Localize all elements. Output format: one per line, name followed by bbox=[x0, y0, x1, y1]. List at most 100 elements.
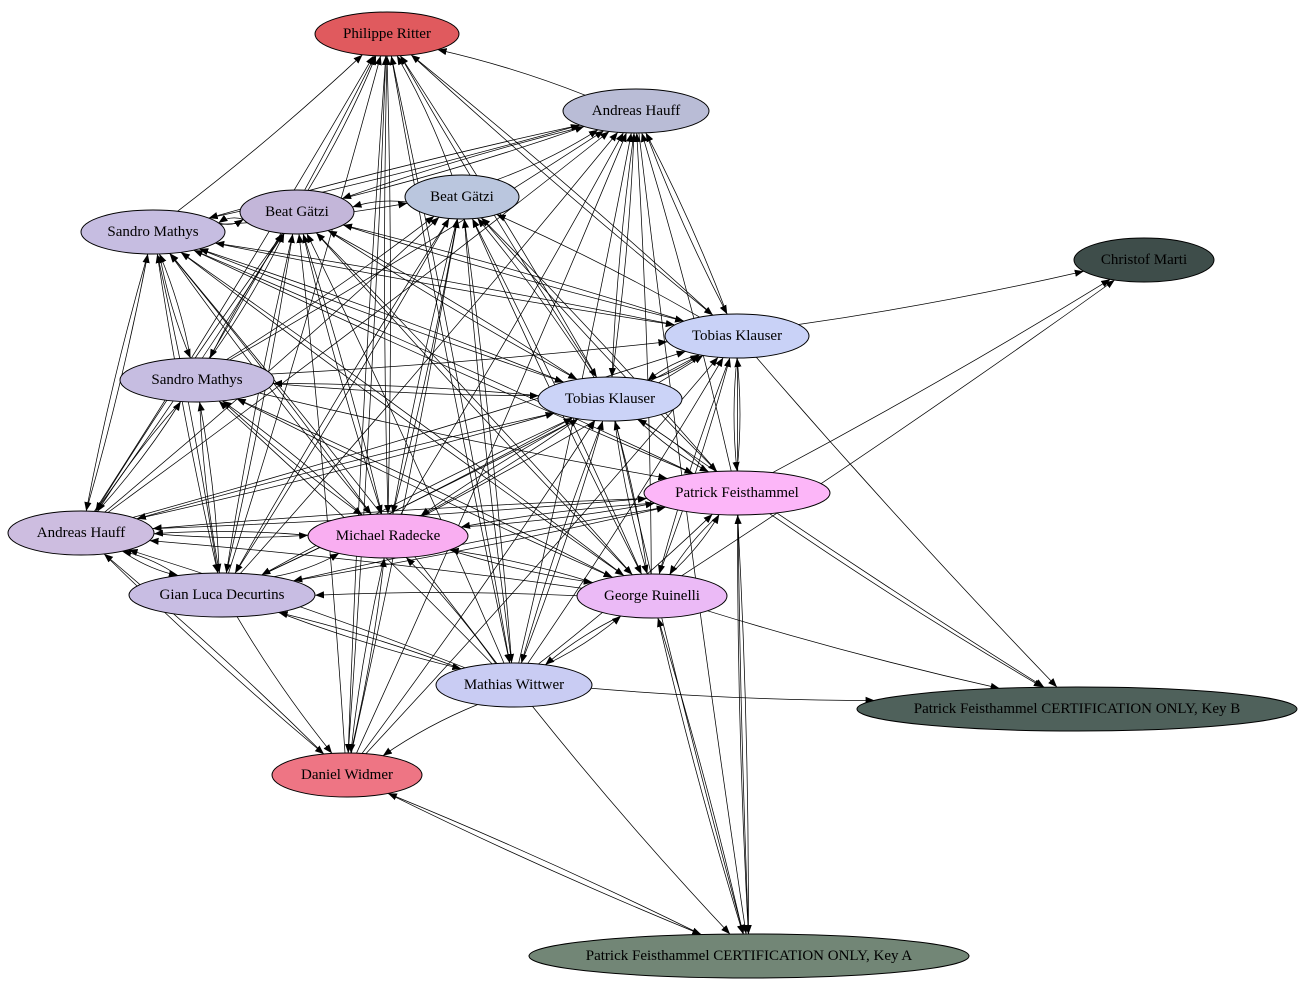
edge-n9-n17 bbox=[737, 514, 752, 935]
edge-n13-n5 bbox=[681, 279, 1115, 577]
node-ellipse[interactable] bbox=[7, 510, 155, 556]
graph-node[interactable]: Patrick Feisthammel bbox=[643, 470, 831, 516]
graph-node[interactable]: Beat Gätzi bbox=[404, 174, 520, 220]
edge-n13-n2 bbox=[315, 232, 633, 576]
edge-n11-n13 bbox=[449, 549, 593, 585]
edge-n11-n1 bbox=[400, 132, 624, 515]
graph-node[interactable]: Michael Radecke bbox=[307, 513, 469, 559]
edge-n7-n10 bbox=[96, 401, 181, 512]
node-label: Patrick Feisthammel bbox=[675, 485, 799, 501]
edge-n0-n11 bbox=[384, 55, 392, 515]
edge-n3-n11 bbox=[390, 218, 458, 515]
node-label: Mathias Wittwer bbox=[464, 677, 564, 693]
graph-node[interactable]: Patrick Feisthammel CERTIFICATION ONLY, … bbox=[856, 686, 1298, 732]
edge-n3-n9 bbox=[480, 217, 718, 472]
node-ellipse[interactable] bbox=[664, 313, 810, 359]
edge-n9-n1 bbox=[640, 132, 732, 472]
edge-n13-n15 bbox=[707, 610, 1000, 690]
graph-node[interactable]: Sandro Mathys bbox=[80, 209, 226, 255]
edge-n0-n8 bbox=[399, 55, 598, 378]
edge-n10-n6 bbox=[132, 350, 686, 518]
edge-n11-n10 bbox=[153, 529, 309, 537]
edge-n4-n10 bbox=[84, 253, 149, 512]
node-ellipse[interactable] bbox=[856, 686, 1298, 732]
edge-n12-n7 bbox=[197, 401, 220, 574]
edge-n11-n3 bbox=[392, 218, 460, 515]
graph-node[interactable]: Philippe Ritter bbox=[314, 11, 460, 57]
edge-n10-n7 bbox=[97, 401, 182, 512]
graph-node[interactable]: Tobias Klauser bbox=[664, 313, 810, 359]
edge-n14-n15 bbox=[591, 687, 875, 704]
graph-node[interactable]: Mathias Wittwer bbox=[435, 662, 593, 708]
graph-node[interactable]: Beat Gätzi bbox=[239, 189, 355, 235]
node-ellipse[interactable] bbox=[562, 88, 710, 134]
node-ellipse[interactable] bbox=[314, 11, 460, 57]
node-ellipse[interactable] bbox=[435, 662, 593, 708]
edge-n2-n1 bbox=[342, 126, 585, 199]
edge-n10-n3 bbox=[104, 216, 440, 513]
node-ellipse[interactable] bbox=[537, 376, 683, 422]
edge-n16-n1 bbox=[356, 132, 627, 754]
edge-n13-n14 bbox=[545, 615, 622, 666]
graph-node[interactable]: Tobias Klauser bbox=[537, 376, 683, 422]
node-ellipse[interactable] bbox=[528, 933, 970, 979]
edge-n0-n6 bbox=[410, 54, 714, 316]
edge-n8-n13 bbox=[614, 420, 649, 575]
node-label: Andreas Hauff bbox=[37, 525, 125, 541]
edge-n8-n14 bbox=[520, 420, 604, 664]
node-ellipse[interactable] bbox=[128, 572, 316, 618]
node-ellipse[interactable] bbox=[1073, 237, 1215, 283]
node-ellipse[interactable] bbox=[307, 513, 469, 559]
edge-n6-n0 bbox=[410, 54, 714, 316]
edge-n8-n7 bbox=[272, 379, 539, 397]
edge-n9-n5 bbox=[772, 278, 1111, 474]
edge-n3-n0 bbox=[396, 55, 453, 176]
edge-n12-n3 bbox=[234, 218, 450, 574]
graph-node[interactable]: George Ruinelli bbox=[576, 573, 728, 619]
node-ellipse[interactable] bbox=[271, 752, 423, 798]
graph-node[interactable]: Gian Luca Decurtins bbox=[128, 572, 316, 618]
graph-node[interactable]: Daniel Widmer bbox=[271, 752, 423, 798]
node-label: Sandro Mathys bbox=[107, 224, 198, 240]
node-label: Sandro Mathys bbox=[151, 372, 242, 388]
edge-n14-n16 bbox=[382, 704, 478, 757]
node-ellipse[interactable] bbox=[239, 189, 355, 235]
edge-n1-n17 bbox=[638, 132, 749, 935]
edge-n12-n14 bbox=[278, 612, 462, 671]
graph-node[interactable]: Patrick Feisthammel CERTIFICATION ONLY, … bbox=[528, 933, 970, 979]
graph-node[interactable]: Sandro Mathys bbox=[119, 357, 275, 403]
edge-n7-n12 bbox=[199, 401, 222, 574]
edge-n12-n4 bbox=[155, 253, 219, 574]
edge-n14-n12 bbox=[278, 611, 462, 670]
edge-n12-n10 bbox=[122, 549, 179, 576]
edge-n8-n1 bbox=[611, 132, 638, 378]
node-label: Patrick Feisthammel CERTIFICATION ONLY, … bbox=[914, 701, 1240, 717]
edge-n16-n11 bbox=[350, 557, 387, 754]
node-ellipse[interactable] bbox=[119, 357, 275, 403]
edge-n9-n3 bbox=[480, 217, 718, 472]
node-label: Daniel Widmer bbox=[301, 767, 393, 783]
node-ellipse[interactable] bbox=[576, 573, 728, 619]
edge-n13-n7 bbox=[236, 398, 613, 578]
edge-n3-n12 bbox=[234, 218, 450, 574]
node-label: Tobias Klauser bbox=[565, 391, 655, 407]
edge-n11-n8 bbox=[420, 418, 579, 517]
edge-n7-n11 bbox=[222, 400, 363, 516]
edge-n7-n8 bbox=[272, 383, 539, 400]
edge-n16-n17 bbox=[387, 793, 702, 935]
node-ellipse[interactable] bbox=[404, 174, 520, 220]
edge-n9-n13 bbox=[669, 514, 720, 575]
edge-n14-n3 bbox=[461, 218, 513, 664]
edge-n13-n6 bbox=[658, 357, 731, 575]
graph-node[interactable]: Andreas Hauff bbox=[7, 510, 155, 556]
edge-n11-n7 bbox=[222, 400, 363, 516]
node-ellipse[interactable] bbox=[80, 209, 226, 255]
graph-node[interactable]: Christof Marti bbox=[1073, 237, 1215, 283]
edge-n14-n17 bbox=[532, 706, 731, 935]
graph-node[interactable]: Andreas Hauff bbox=[562, 88, 710, 134]
node-ellipse[interactable] bbox=[643, 470, 831, 516]
edge-n2-n13 bbox=[315, 232, 633, 576]
edge-n2-n6 bbox=[342, 224, 685, 323]
edge-n1-n6 bbox=[645, 132, 728, 315]
edge-n10-n4 bbox=[85, 253, 150, 512]
